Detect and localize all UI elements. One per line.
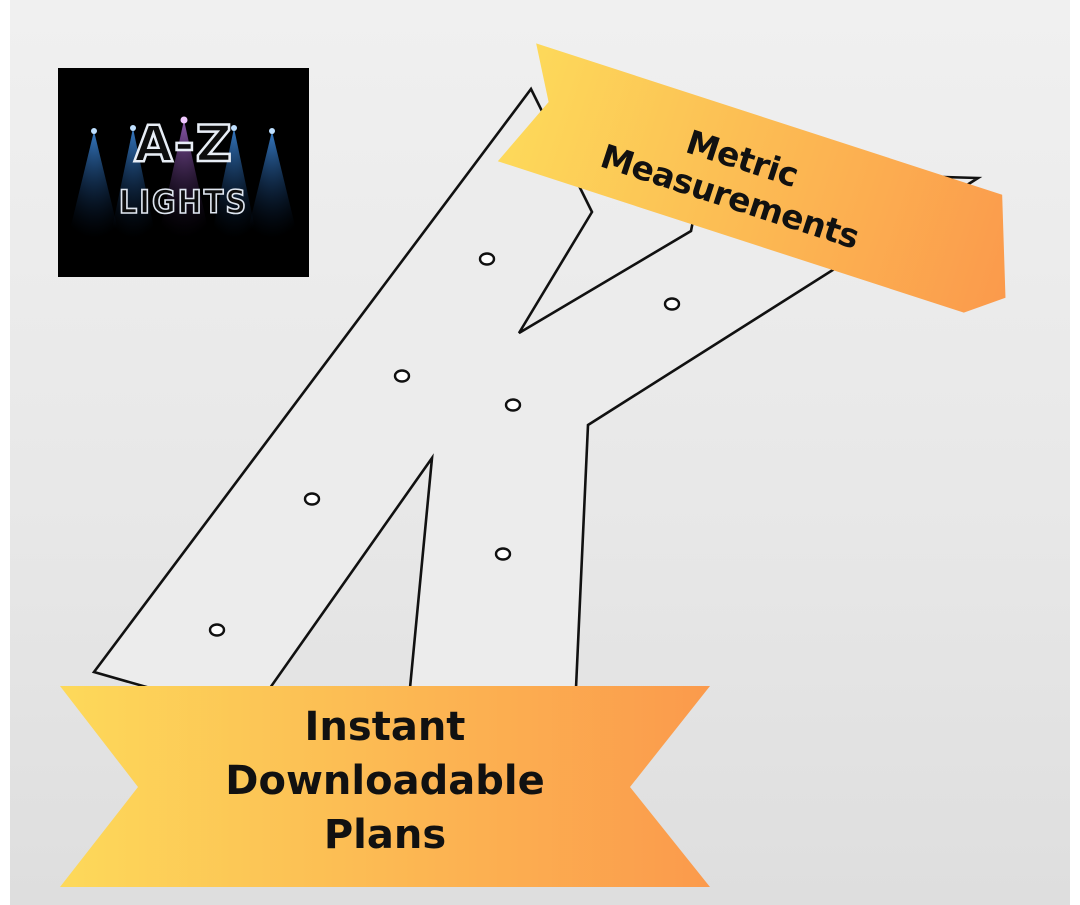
logo-title: A-Z: [133, 115, 233, 174]
hole: [504, 398, 522, 412]
mounting-holes: [208, 252, 681, 637]
hole: [494, 547, 512, 561]
hole: [478, 252, 496, 266]
hole: [393, 369, 411, 383]
ribbon-bottom-shape: [60, 686, 710, 887]
brand-logo: A-Z LIGHTS: [58, 68, 309, 277]
ribbon-bottom-line1: Instant: [304, 704, 466, 750]
ribbon-instant-plans: Instant Downloadable Plans: [150, 700, 620, 862]
ribbon-bottom-line2: Downloadable: [225, 758, 545, 804]
ribbon-top-shape: [497, 43, 1006, 313]
hole: [208, 623, 226, 637]
logo-subtitle: LIGHTS: [118, 183, 249, 221]
hole: [663, 297, 681, 311]
hole: [303, 492, 321, 506]
ribbon-bottom-line3: Plans: [323, 812, 447, 858]
spotlight-icon: [68, 116, 298, 238]
